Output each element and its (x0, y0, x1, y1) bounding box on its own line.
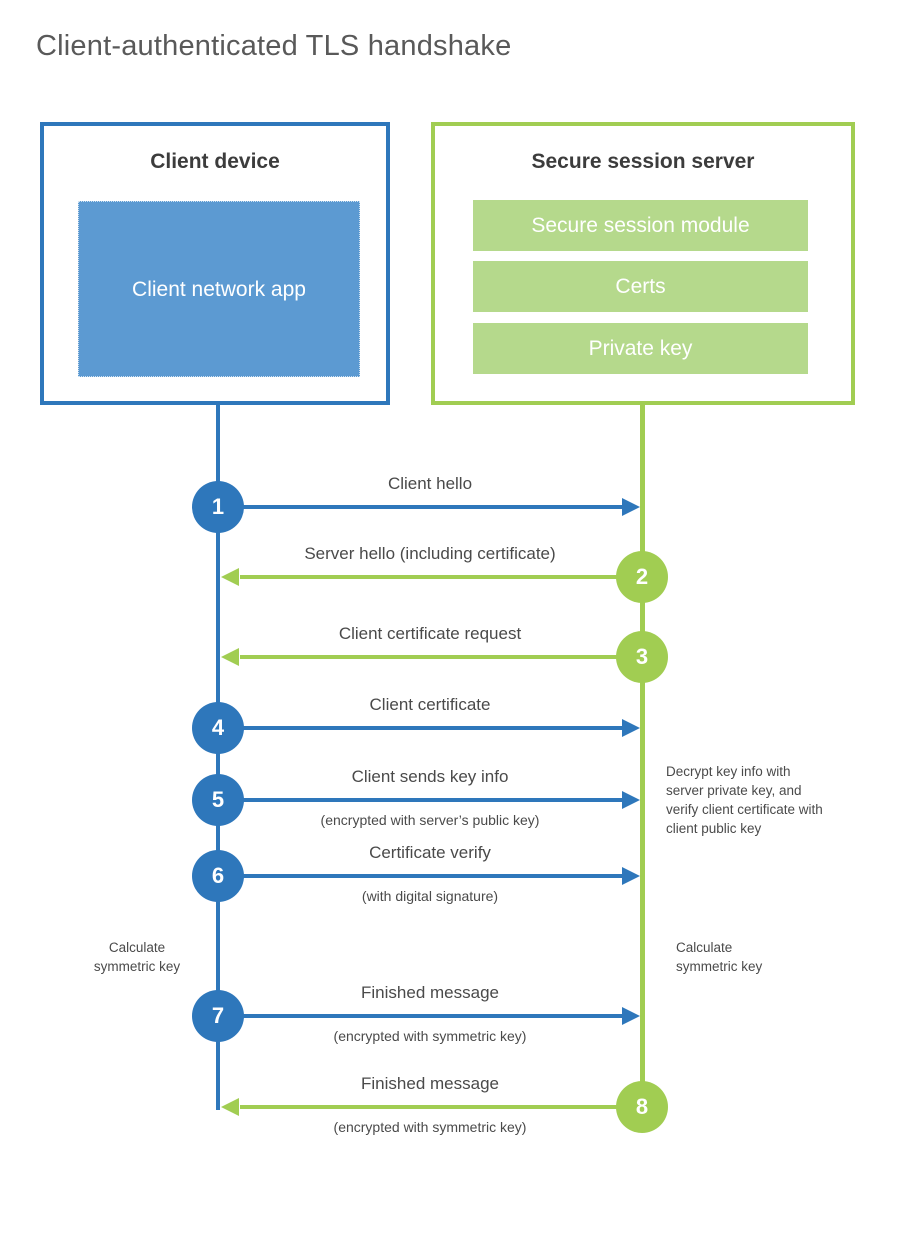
step-4-arrowhead-icon (622, 719, 640, 737)
client-lifeline (216, 405, 220, 1110)
server-module-certs: Certs (473, 261, 808, 312)
step-6-arrow (242, 874, 622, 878)
server-calculate-key-note: Calculate symmetric key (676, 940, 763, 974)
step-6-circle: 6 (192, 850, 244, 902)
page-title: Client-authenticated TLS handshake (36, 30, 512, 62)
secure-session-server-box: Secure session server Secure session mod… (431, 122, 855, 405)
step-5-circle: 5 (192, 774, 244, 826)
client-network-app-box: Client network app (78, 201, 360, 377)
step-5-arrowhead-icon (622, 791, 640, 809)
server-module-secure-session-module: Secure session module (473, 200, 808, 251)
step-6-arrowhead-icon (622, 867, 640, 885)
step-3-circle: 3 (616, 631, 668, 683)
step-7-arrow (242, 1014, 622, 1018)
step-1-arrow (242, 505, 622, 509)
step-2-circle: 2 (616, 551, 668, 603)
step-3-arrow (240, 655, 618, 659)
step-5-label: Client sends key info (351, 767, 509, 786)
client-device-box: Client device Client network app (40, 122, 390, 405)
step-7-circle: 7 (192, 990, 244, 1042)
step-4-label: Client certificate (369, 695, 491, 714)
client-calculate-key-note: Calculate symmetric key (93, 940, 181, 974)
step-1-label: Client hello (387, 474, 473, 493)
step-2-arrowhead-icon (221, 568, 239, 586)
server-lifeline (640, 405, 645, 1107)
server-decrypt-note: Decrypt key info with server private key… (666, 764, 823, 836)
step-2-arrow (240, 575, 618, 579)
step-5-sublabel: (encrypted with server’s public key) (320, 812, 540, 828)
server-module-private-key: Private key (473, 323, 808, 374)
step-3-label: Client certificate request (338, 624, 522, 643)
step-8-sublabel: (encrypted with symmetric key) (333, 1119, 527, 1135)
step-8-label: Finished message (361, 1074, 499, 1093)
step-8-arrow (240, 1105, 618, 1109)
step-4-circle: 4 (192, 702, 244, 754)
step-5-arrow (242, 798, 622, 802)
server-title: Secure session server (531, 150, 755, 173)
step-8-circle: 8 (616, 1081, 668, 1133)
step-6-label: Certificate verify (369, 843, 491, 862)
step-7-label: Finished message (361, 983, 499, 1002)
step-1-circle: 1 (192, 481, 244, 533)
step-4-arrow (242, 726, 622, 730)
step-6-sublabel: (with digital signature) (361, 888, 499, 904)
step-8-arrowhead-icon (221, 1098, 239, 1116)
client-network-app-label: Client network app (132, 277, 306, 301)
step-2-label: Server hello (including certificate) (304, 544, 556, 563)
client-device-title: Client device (150, 150, 280, 173)
step-7-sublabel: (encrypted with symmetric key) (333, 1028, 527, 1044)
step-3-arrowhead-icon (221, 648, 239, 666)
step-7-arrowhead-icon (622, 1007, 640, 1025)
step-1-arrowhead-icon (622, 498, 640, 516)
